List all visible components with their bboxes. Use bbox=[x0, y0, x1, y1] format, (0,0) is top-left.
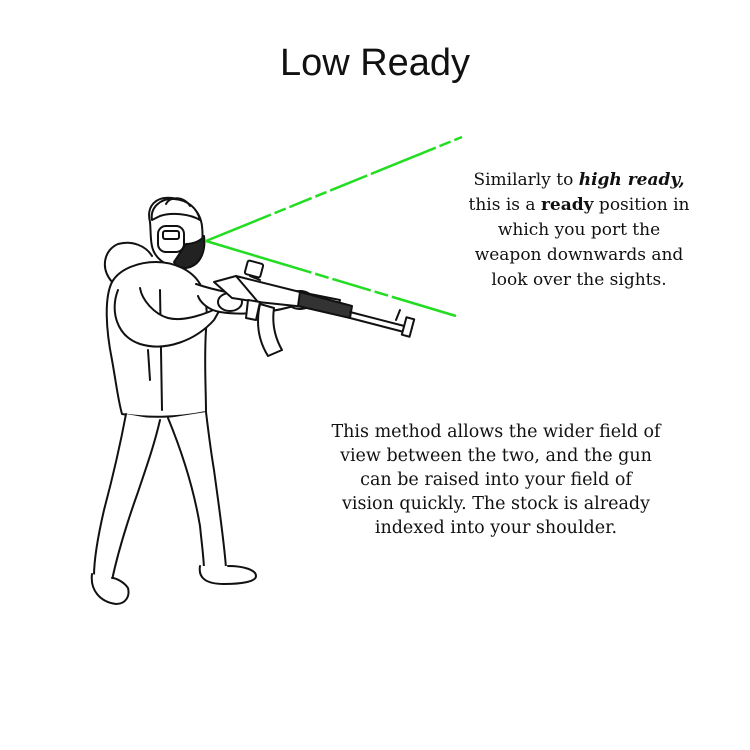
rifle-icon bbox=[213, 259, 416, 357]
jacket-zipper bbox=[159, 289, 163, 411]
emphasis-ready: ready bbox=[540, 195, 594, 215]
emphasis-high-ready: high ready, bbox=[578, 170, 685, 190]
annotation-line: Similarly to high ready, bbox=[473, 170, 685, 190]
annotation-line: this is a ready position in bbox=[468, 195, 690, 215]
annotation-line: which you port the bbox=[497, 220, 661, 240]
front-shoe bbox=[198, 565, 257, 585]
ear-protection-icon bbox=[157, 197, 191, 253]
lower-sight-line bbox=[205, 239, 457, 318]
annotation-method-benefits: This method allows the wider field of vi… bbox=[312, 420, 680, 540]
rear-arm bbox=[113, 287, 223, 348]
jacket-pocket bbox=[147, 349, 151, 381]
annotation-line: indexed into your shoulder. bbox=[374, 518, 618, 538]
annotation-line: look over the sights. bbox=[491, 270, 667, 290]
shooter-figure bbox=[90, 196, 314, 605]
annotation-line: This method allows the wider field of bbox=[331, 422, 661, 442]
page-title: Low Ready bbox=[279, 42, 471, 84]
upper-sight-line bbox=[205, 135, 463, 243]
annotation-line: weapon downwards and bbox=[474, 245, 684, 265]
rear-leg bbox=[93, 413, 161, 581]
annotation-line: vision quickly. The stock is already bbox=[342, 494, 650, 514]
field-of-view-lines bbox=[205, 135, 463, 318]
front-leg bbox=[167, 411, 227, 571]
annotation-line: view between the two, and the gun bbox=[340, 446, 652, 466]
rear-shoe bbox=[90, 573, 130, 605]
annotation-high-ready-comparison: Similarly to high ready, this is a ready… bbox=[448, 168, 710, 293]
hood bbox=[103, 241, 153, 283]
annotation-line: can be raised into your field of bbox=[360, 470, 632, 490]
red-dot-sight-icon bbox=[243, 259, 265, 281]
